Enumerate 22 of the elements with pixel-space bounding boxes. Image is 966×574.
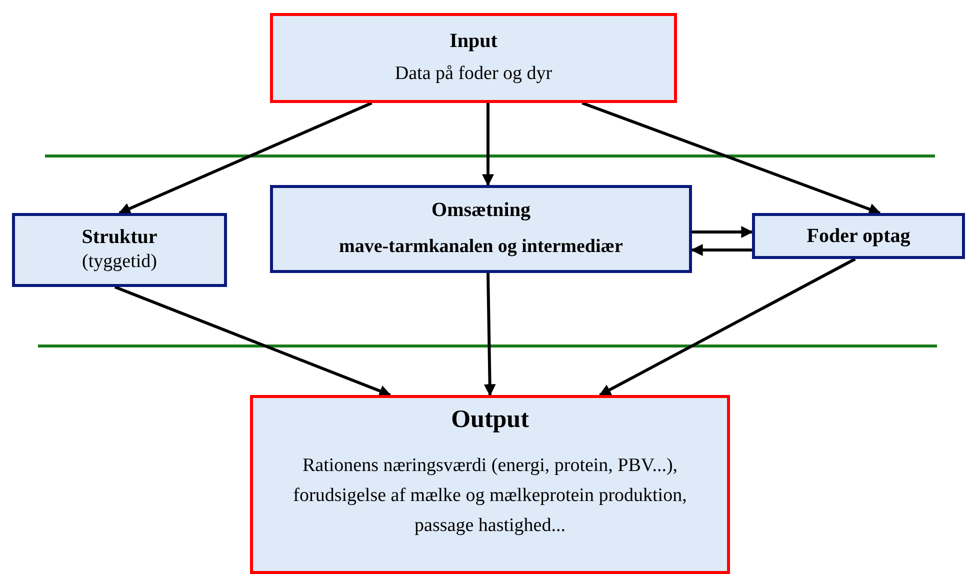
box-text: Rationens næringsværdi (energi, protein, PBV...), forudsigelse af mælke og mælkeprotein produktion, passage hastighed... bbox=[292, 454, 688, 538]
box-heading: Omsætning bbox=[432, 199, 530, 222]
box-heading: Struktur bbox=[82, 226, 158, 250]
box-text: (tyggetid) bbox=[82, 251, 157, 274]
box-text: Data på foder og dyr bbox=[394, 63, 552, 86]
box-heading: Foder optag bbox=[806, 224, 910, 248]
io-box bbox=[270, 13, 677, 103]
process-box bbox=[270, 185, 692, 273]
box-text: mave-tarmkanalen og intermediær bbox=[339, 236, 623, 259]
arrow bbox=[118, 102, 372, 214]
io-box bbox=[250, 395, 730, 574]
arrow bbox=[598, 258, 856, 396]
arrow bbox=[484, 272, 496, 396]
arrow bbox=[582, 102, 881, 215]
arrow bbox=[114, 286, 392, 397]
process-box bbox=[752, 213, 965, 259]
arrow bbox=[692, 226, 754, 238]
box-heading: Input bbox=[450, 30, 498, 54]
arrow bbox=[690, 244, 752, 256]
process-box bbox=[12, 213, 227, 287]
arrow bbox=[482, 103, 494, 186]
box-heading: Output bbox=[451, 406, 529, 435]
